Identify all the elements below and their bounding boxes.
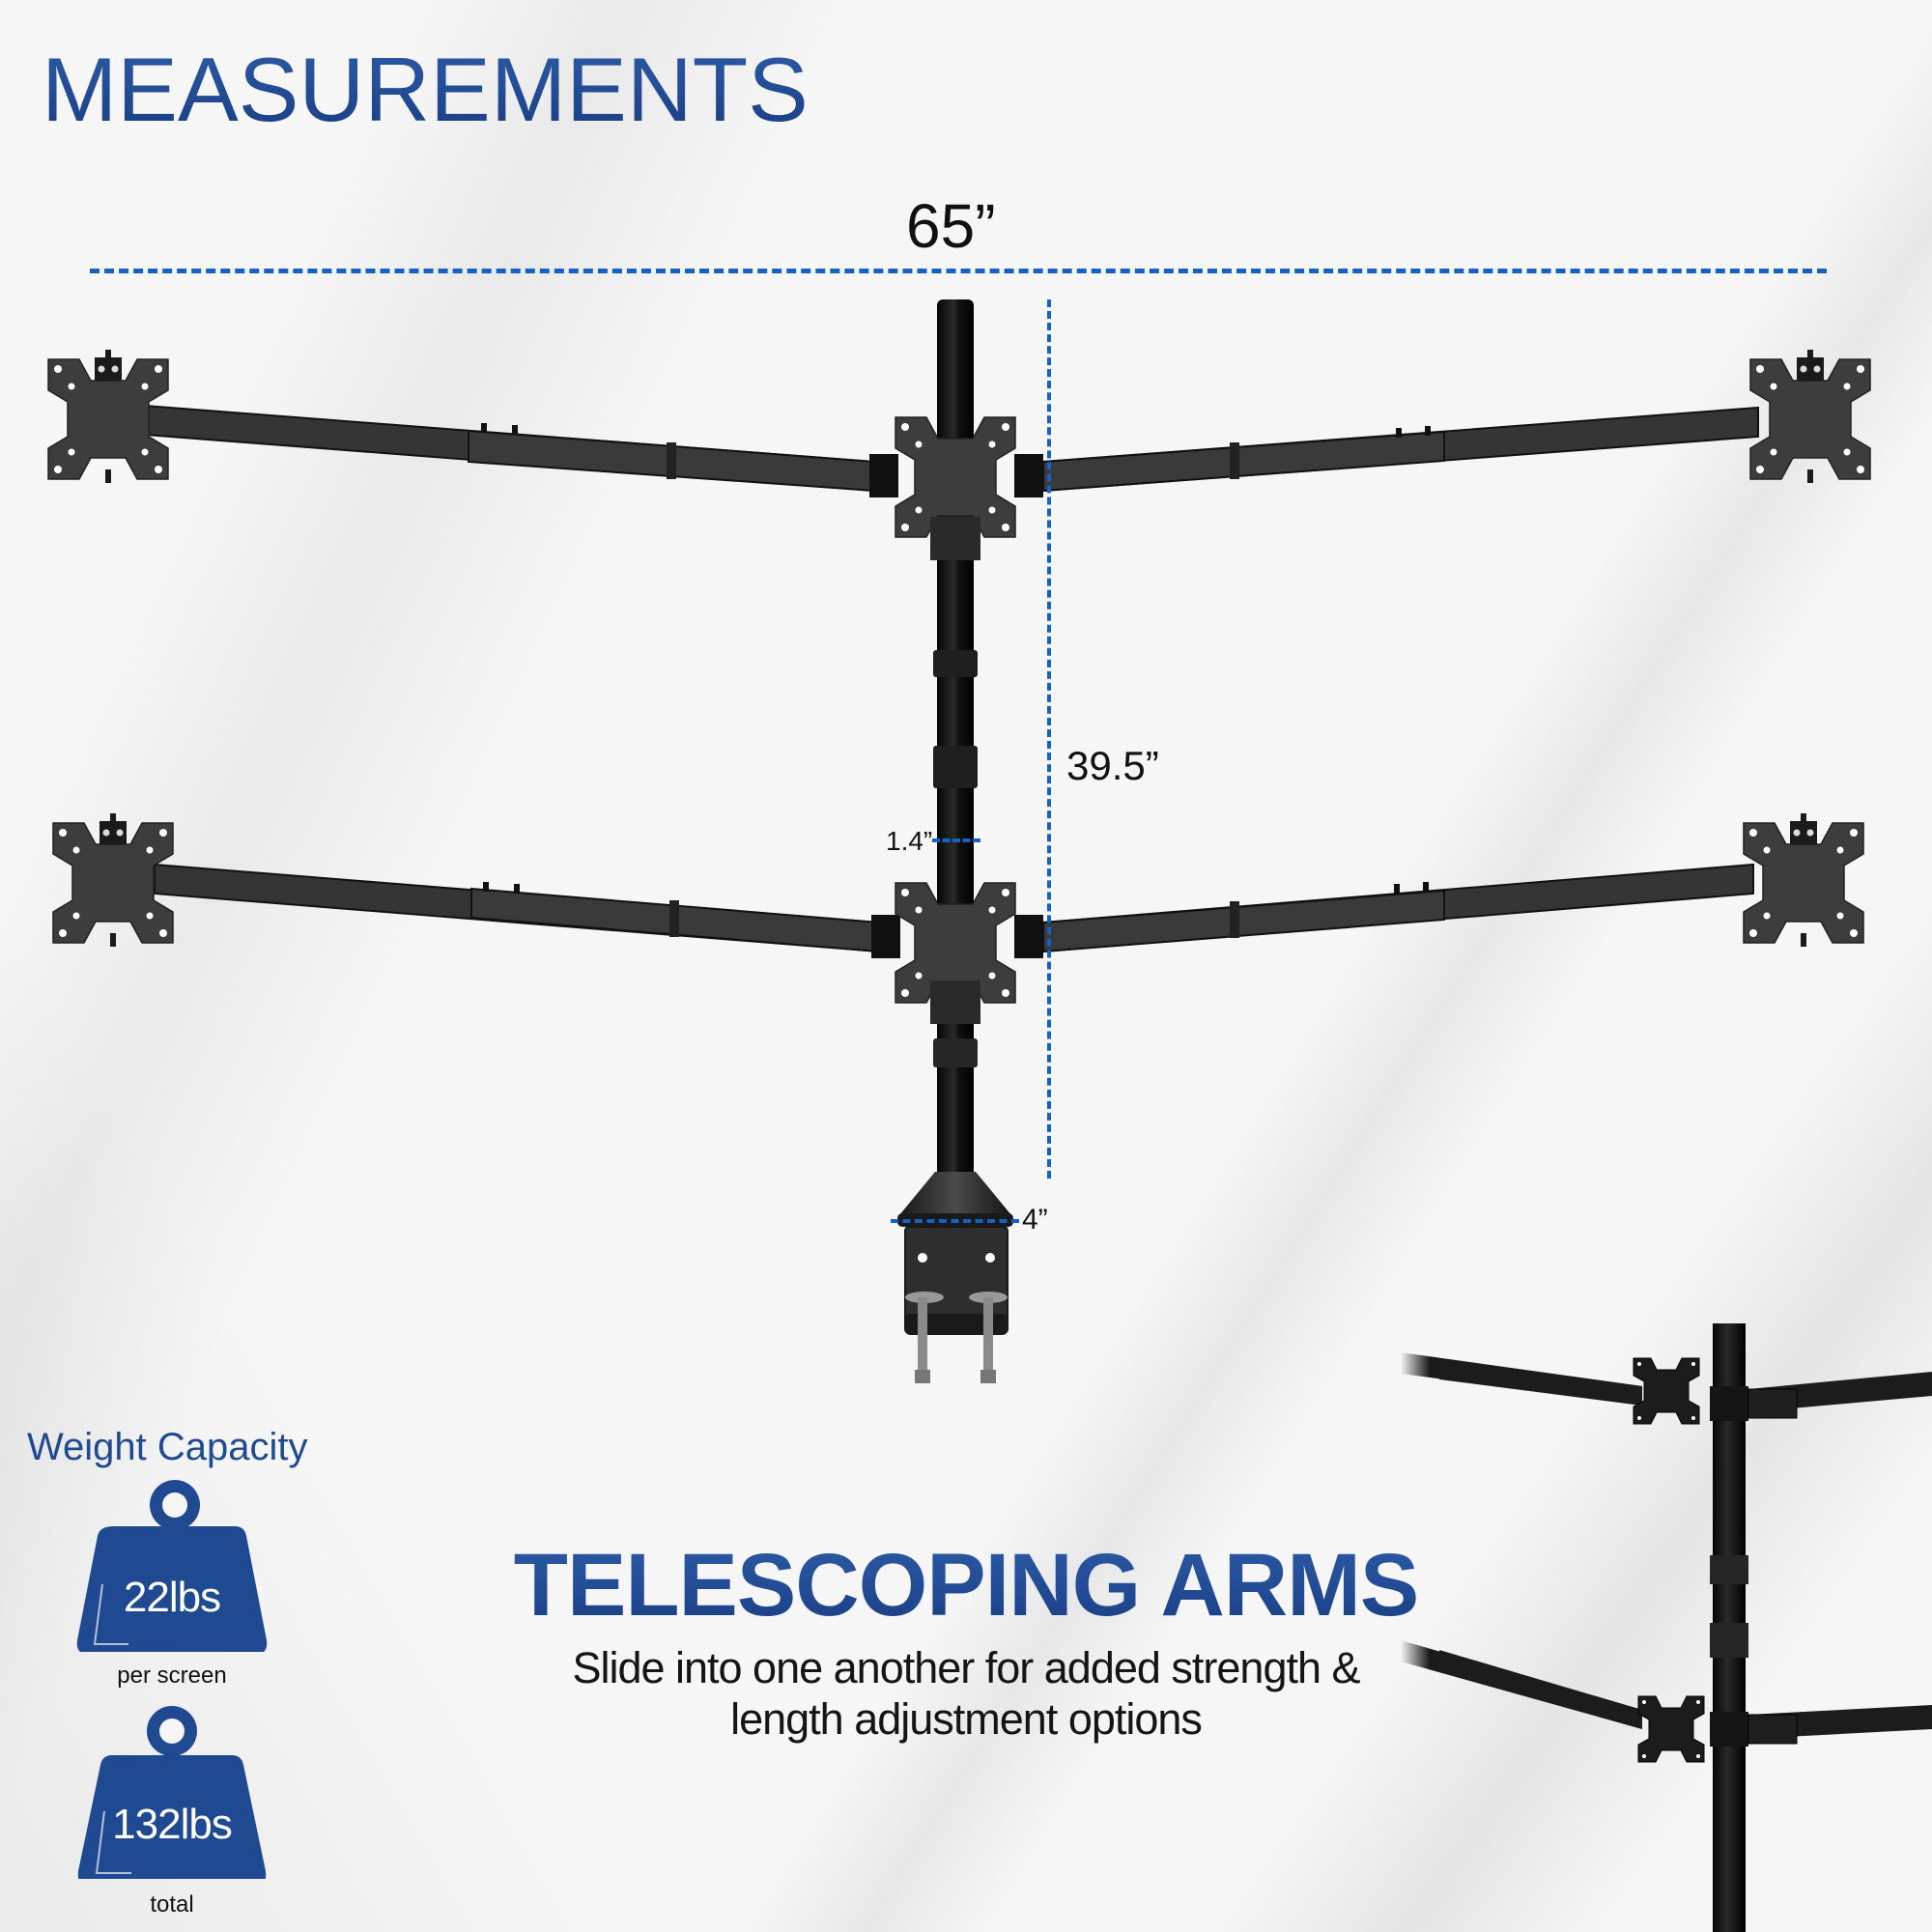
weight-icon <box>77 1706 267 1887</box>
pole-diameter-line <box>932 838 980 842</box>
lower-right-arm <box>1014 863 1754 958</box>
weight-badge-total: 132lbs <box>75 1705 269 1889</box>
base-diameter-label: 4” <box>1022 1204 1048 1236</box>
height-dimension-line <box>1047 299 1051 1179</box>
upper-right-arm <box>1014 406 1759 497</box>
width-dimension-line <box>90 269 1827 273</box>
weight-icon <box>76 1480 268 1655</box>
vesa-plate-lower-right <box>1744 813 1863 947</box>
weight-caption: per screen <box>117 1662 227 1689</box>
total-width-label: 65” <box>906 191 996 261</box>
feature-description: Slide into one another for added strengt… <box>464 1642 1468 1745</box>
weight-value: 22lbs <box>123 1574 221 1621</box>
weight-value: 132lbs <box>112 1801 233 1848</box>
feature-title: TELESCOPING ARMS <box>483 1541 1449 1630</box>
feature-description-line: length adjustment options <box>730 1694 1203 1744</box>
lower-left-arm <box>154 863 900 958</box>
desk-clamp <box>897 1172 1013 1383</box>
pole-diameter-label: 1.4” <box>886 826 933 856</box>
weight-badge-per-screen: 22lbs <box>75 1478 269 1657</box>
monitor-mount-illustration <box>0 299 1932 1383</box>
base-diameter-line <box>891 1219 1019 1223</box>
vesa-plate-upper-right <box>1750 350 1870 483</box>
weight-caption: total <box>150 1891 194 1918</box>
feature-description-line: Slide into one another for added strengt… <box>572 1643 1360 1692</box>
upper-left-arm <box>144 404 898 497</box>
telescoping-arm-closeup <box>1401 1323 1932 1932</box>
pole-height-label: 39.5” <box>1066 743 1159 788</box>
page-title: MEASUREMENTS <box>42 39 809 140</box>
weight-capacity-heading: Weight Capacity <box>27 1426 308 1468</box>
